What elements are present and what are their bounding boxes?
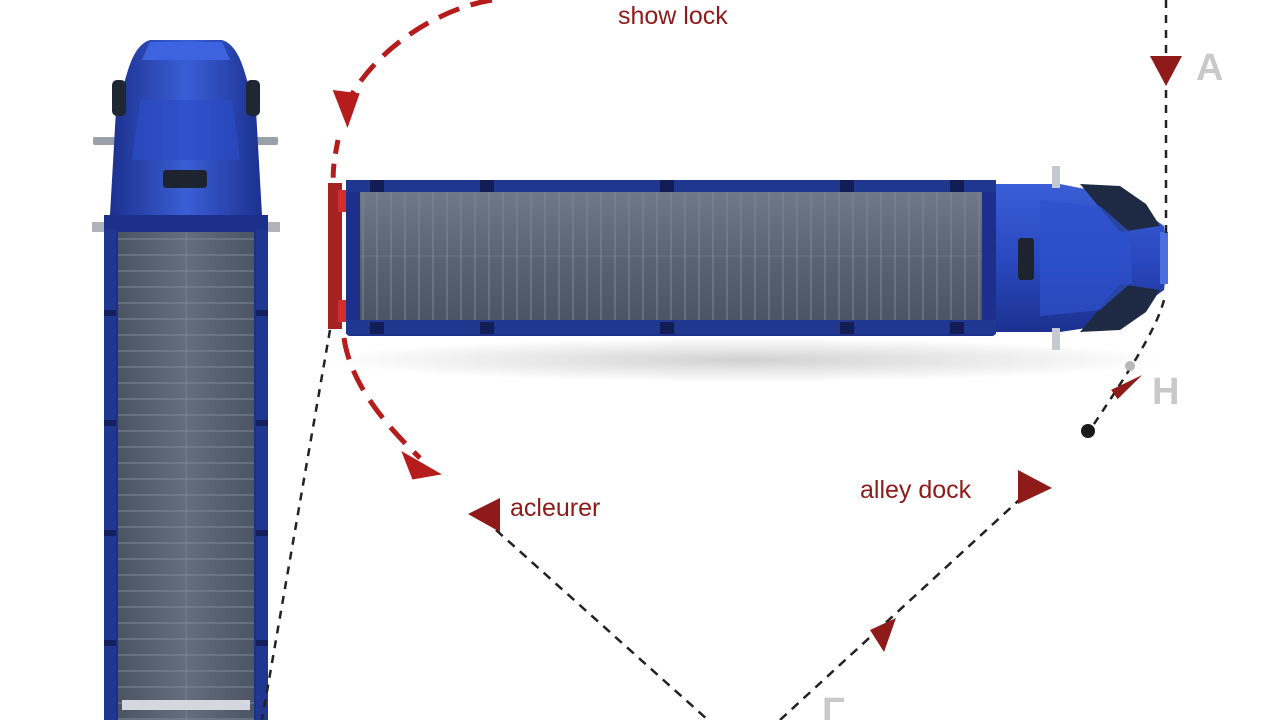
label-point-h: H: [1152, 371, 1179, 413]
horizontal-truck: [325, 166, 1168, 382]
label-alley-dock: alley dock: [860, 476, 972, 504]
arrow-v-mid: [870, 618, 896, 652]
red-path-top: [330, 0, 493, 186]
black-path-left: [260, 329, 332, 720]
arrow-v-right: [1018, 470, 1052, 504]
vertical-truck: [92, 40, 280, 720]
arrow-right-mid: [1111, 374, 1143, 400]
waypoint-dot-black: [1081, 424, 1095, 438]
red-path-bottom: [341, 337, 442, 480]
arrow-right-top: [1150, 56, 1182, 86]
label-acleurer: acleurer: [510, 494, 600, 522]
label-show-lock: show lock: [618, 2, 728, 30]
label-point-a: A: [1196, 47, 1223, 89]
arrow-v-left: [468, 498, 500, 532]
black-path-v: [495, 489, 1031, 720]
label-point-gamma: Γ: [822, 691, 845, 720]
black-path-right: [1088, 0, 1168, 431]
waypoint-dot-grey: [1125, 361, 1135, 371]
